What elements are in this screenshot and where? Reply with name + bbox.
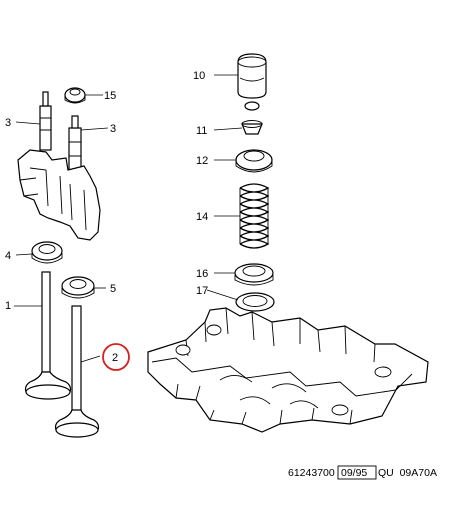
- callout-1: 1: [5, 300, 11, 312]
- valve-guide-right: [68, 115, 82, 175]
- callouts: 3 15 3 4 5 1 2 10 11 12 14 16 17: [5, 70, 208, 371]
- cylinder-head: [147, 307, 429, 433]
- callout-11: 11: [196, 125, 207, 137]
- valve-1: [24, 271, 72, 400]
- head-section-cut: [17, 149, 101, 241]
- spring-retainer-11: [241, 120, 263, 135]
- valve-cotter: [244, 101, 260, 111]
- spring-cap-12: [235, 149, 273, 173]
- guide-seal-cap: [64, 87, 86, 104]
- callout-5: 5: [110, 283, 116, 295]
- callout-10: 10: [193, 70, 205, 82]
- ref-date-box: [337, 465, 377, 480]
- valve-2: [54, 305, 100, 438]
- callout-15: 15: [104, 90, 116, 102]
- callout-2: 2: [112, 352, 118, 364]
- reference-code: 61243700 09/95 QU 09A70A: [288, 465, 437, 480]
- valve-stem-seal-5: [61, 276, 95, 299]
- washer-17: [235, 292, 275, 312]
- ref-date: 09/95: [341, 467, 367, 479]
- highlight-circle: [102, 343, 130, 371]
- callout-3-left: 3: [5, 117, 11, 129]
- bucket-tappet: [237, 53, 267, 99]
- leader-lines: [14, 74, 243, 363]
- valve-stem-seal-4: [31, 241, 63, 264]
- callout-3-right: 3: [110, 123, 116, 135]
- callout-16: 16: [196, 268, 208, 280]
- ref-number: 61243700: [288, 467, 335, 479]
- callout-4: 4: [5, 250, 11, 262]
- spring-seat-16: [234, 263, 274, 286]
- valve-spring-14: [239, 183, 270, 249]
- callout-17: 17: [196, 285, 208, 297]
- callout-12: 12: [196, 155, 208, 167]
- callout-14: 14: [196, 211, 208, 223]
- ref-code: QU 09A70A: [378, 467, 437, 479]
- valve-guide-left: [39, 91, 52, 151]
